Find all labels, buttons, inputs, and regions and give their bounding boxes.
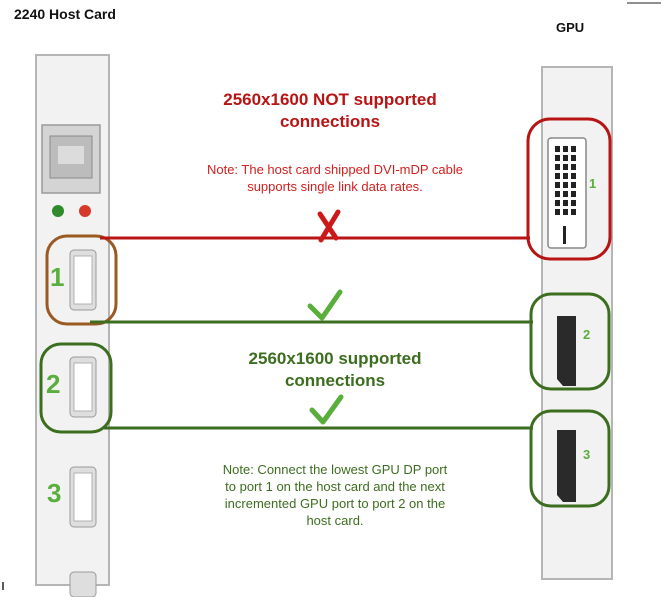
gpu-port-3-label: 3 xyxy=(583,447,591,462)
gpu-port-1-highlight xyxy=(526,117,612,261)
gpu-dvi-port-icon xyxy=(547,137,587,249)
gpu-title: GPU xyxy=(556,20,585,35)
host-port-2-label: 2 xyxy=(46,369,61,399)
gpu-dp-port-2-icon xyxy=(557,316,576,386)
dvi-pin xyxy=(555,191,560,197)
dvi-pin xyxy=(571,173,576,179)
dvi-pin xyxy=(555,200,560,206)
dvi-pin xyxy=(555,155,560,161)
unsupported-note: Note: The host card shipped DVI-mDP cabl… xyxy=(206,162,464,194)
led-green-icon xyxy=(52,205,64,217)
checkmark-icon xyxy=(309,394,344,425)
unsupported-heading: 2560x1600 NOT supported connections xyxy=(223,90,437,131)
dvi-pin xyxy=(571,146,576,152)
gpu-port-2-highlight xyxy=(529,292,611,391)
gpu-port-2-label: 2 xyxy=(583,327,591,342)
gpu-port-3-highlight xyxy=(529,409,611,508)
dvi-pin xyxy=(555,164,560,170)
dvi-pin xyxy=(555,173,560,179)
cross-icon xyxy=(317,209,341,243)
supported-heading: 2560x1600 supported connections xyxy=(248,349,422,390)
host-port-1-highlight xyxy=(45,234,118,326)
host-port-4-connector xyxy=(69,571,97,597)
dvi-pin xyxy=(563,209,568,215)
host-port-2-highlight xyxy=(39,342,113,434)
dvi-pin xyxy=(571,182,576,188)
supported-note: Note: Connect the lowest GPU DP port to … xyxy=(222,462,448,528)
ethernet-jack-icon xyxy=(41,124,101,194)
dvi-pin xyxy=(563,164,568,170)
gpu-dp-port-3-icon xyxy=(557,430,576,502)
host-port-3-connector xyxy=(69,466,97,528)
dvi-pin xyxy=(571,191,576,197)
dvi-pin xyxy=(571,155,576,161)
gpu-port-1-label: 1 xyxy=(589,176,597,191)
dvi-pin xyxy=(563,182,568,188)
host-card-title: 2240 Host Card xyxy=(14,6,116,22)
led-red-icon xyxy=(79,205,91,217)
dvi-pin xyxy=(563,200,568,206)
dvi-pin xyxy=(555,182,560,188)
dvi-pin xyxy=(571,200,576,206)
dvi-pin xyxy=(555,146,560,152)
host-port-1-label: 1 xyxy=(50,262,65,292)
dvi-pin xyxy=(571,209,576,215)
dvi-pin xyxy=(563,191,568,197)
dvi-pin xyxy=(555,209,560,215)
host-port-3-label: 3 xyxy=(47,478,62,508)
host-port-1-connector xyxy=(69,249,97,311)
dvi-pin xyxy=(563,173,568,179)
dvi-pin xyxy=(563,146,568,152)
dvi-pin xyxy=(571,164,576,170)
host-port-2-connector xyxy=(69,356,97,418)
checkmark-icon xyxy=(307,289,343,321)
dvi-pin xyxy=(563,155,568,161)
